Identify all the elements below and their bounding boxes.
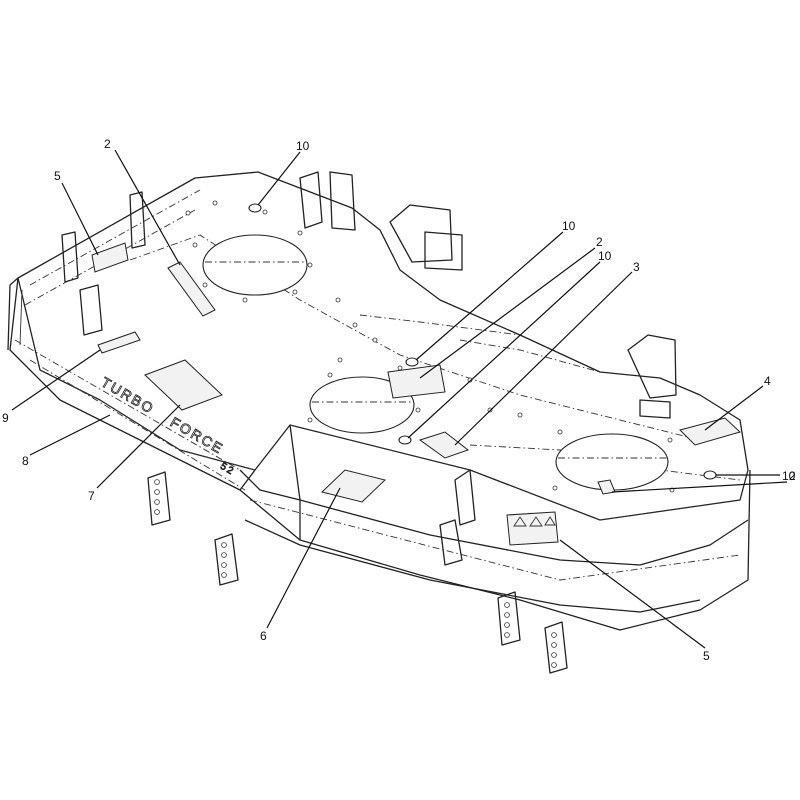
decal-5-bottom	[506, 511, 559, 546]
callout-10-mid2: 10	[598, 249, 612, 263]
callout-3: 3	[633, 260, 640, 274]
leader-lines	[11, 149, 788, 649]
callout-7: 7	[88, 489, 95, 503]
decal-2-mid	[387, 364, 446, 399]
decal-6	[320, 469, 387, 503]
mounting-brackets	[61, 171, 677, 566]
callout-2-mid: 2	[596, 235, 603, 249]
stamp-word-1: TURBO	[99, 374, 158, 417]
plug-top	[248, 203, 262, 213]
callout-6: 6	[260, 629, 267, 643]
callouts: 2 10 5 10 2 10 3 4 10 2 9 8 7 6 5	[2, 137, 796, 663]
callout-10-mid: 10	[562, 219, 576, 233]
decals	[91, 242, 741, 546]
callout-8: 8	[22, 454, 29, 468]
decal-4	[679, 417, 741, 446]
decal-9	[97, 331, 141, 354]
right-blade-opening	[555, 433, 669, 491]
callout-10-top: 10	[296, 139, 310, 153]
decal-2-top	[167, 261, 216, 317]
callout-5-bottom: 5	[703, 649, 710, 663]
left-blade-opening	[202, 234, 308, 296]
callout-2-top: 2	[104, 137, 111, 151]
plug-mid	[405, 357, 419, 367]
blade-openings	[202, 234, 669, 491]
plugs	[248, 203, 717, 480]
callout-5-left: 5	[54, 169, 61, 183]
decal-5-left	[91, 242, 129, 273]
plug-right	[703, 470, 717, 480]
decal-7	[144, 359, 223, 411]
callout-2-right: 2	[789, 469, 796, 483]
callout-10-right: 10	[782, 469, 796, 483]
decal-3	[418, 431, 470, 459]
callout-9: 9	[2, 411, 9, 425]
height-adjust-brackets	[147, 471, 568, 674]
center-blade-opening	[309, 376, 415, 434]
stamp-word-2: FORCE	[168, 414, 227, 457]
callout-4: 4	[764, 374, 771, 388]
